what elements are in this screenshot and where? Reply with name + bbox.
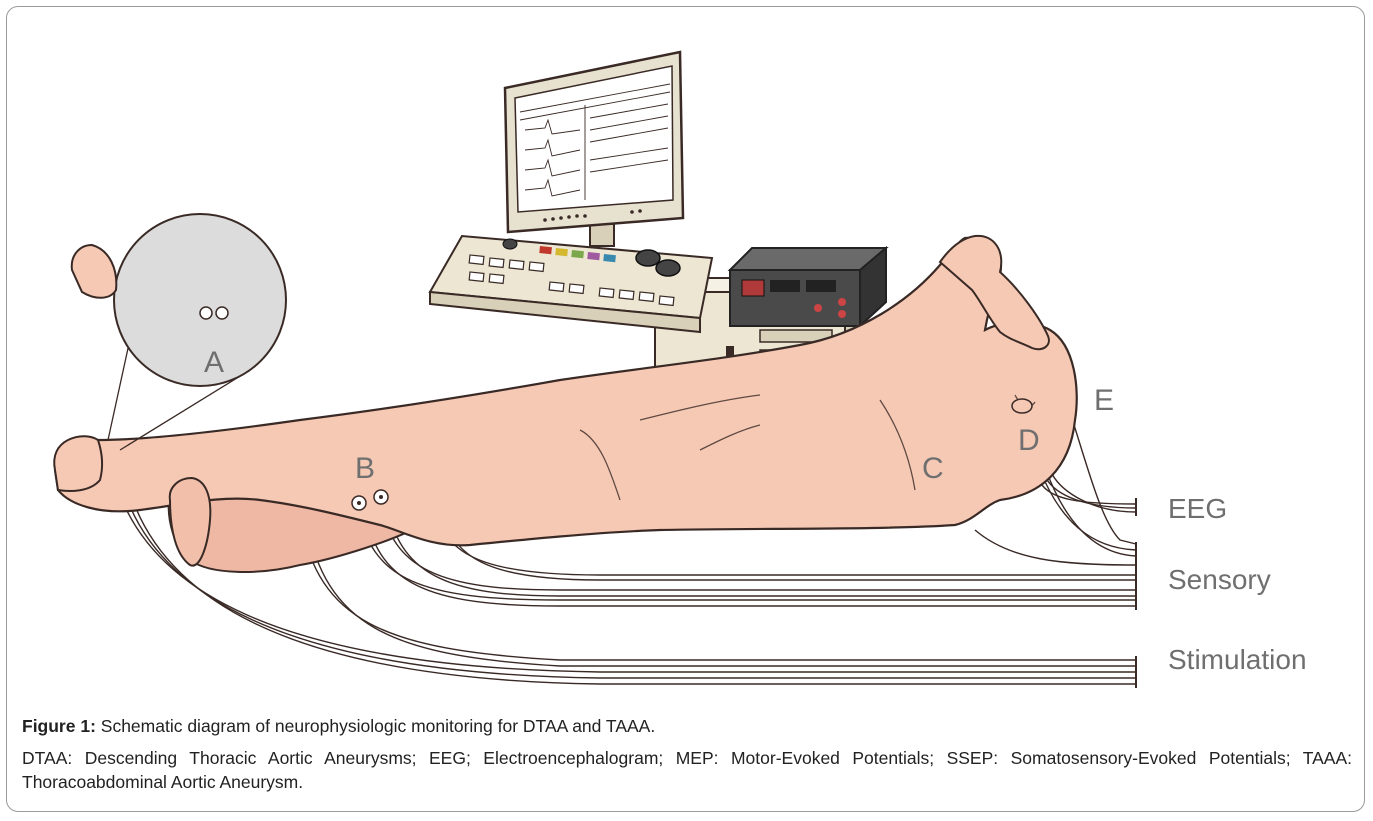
label-sensory: Sensory [1168, 564, 1271, 595]
monitoring-illustration: A B C D E EEG Sensory Stimulation [0, 0, 1373, 710]
ankle-zoom-inset [72, 214, 286, 450]
label-d: D [1018, 424, 1040, 457]
caption-abbreviations: DTAA: Descending Thoracic Aortic Aneurys… [22, 746, 1352, 794]
keyboard-console-icon [430, 236, 712, 332]
figure-caption: Figure 1: Schematic diagram of neurophys… [22, 714, 1352, 794]
label-stimulation: Stimulation [1168, 644, 1307, 675]
label-c: C [922, 452, 944, 485]
label-a: A [204, 346, 224, 379]
label-e: E [1094, 384, 1114, 417]
monitor-icon [505, 52, 683, 246]
caption-title-text: Schematic diagram of neurophysiologic mo… [96, 716, 655, 736]
stimulator-box-icon [730, 248, 886, 326]
caption-label: Figure 1: [22, 716, 96, 736]
label-eeg: EEG [1168, 493, 1227, 524]
caption-title: Figure 1: Schematic diagram of neurophys… [22, 714, 1352, 738]
label-b: B [355, 452, 375, 485]
